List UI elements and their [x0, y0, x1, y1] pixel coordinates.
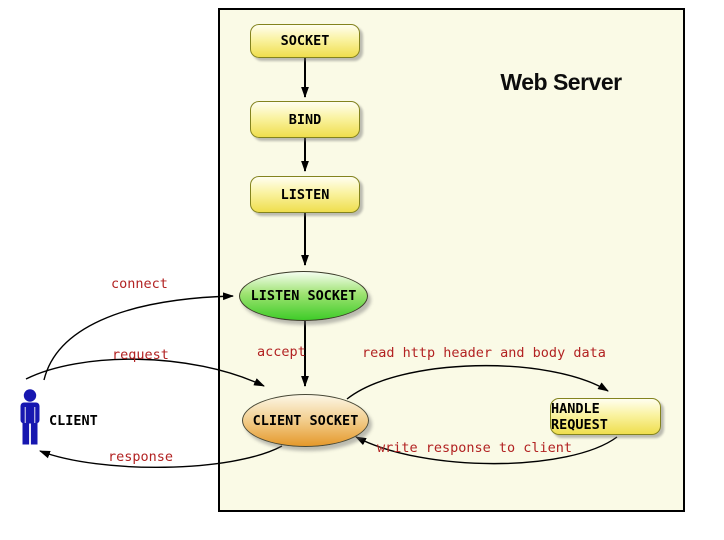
edge-label-read-http: read http header and body data: [362, 345, 606, 361]
node-client-socket: CLIENT SOCKET: [242, 394, 369, 447]
edge-label-accept: accept: [257, 344, 306, 360]
edge-label-connect: connect: [111, 276, 168, 292]
client-person-icon: [20, 389, 40, 445]
edge-label-response: response: [108, 449, 174, 465]
node-listen-socket-label: LISTEN SOCKET: [250, 288, 357, 304]
edge-label-request: request: [112, 347, 169, 363]
node-listen: LISTEN: [250, 176, 360, 213]
node-handle-request-label: HANDLE REQUEST: [551, 400, 608, 433]
arrow-connect: [43, 292, 234, 381]
client-actor-label: CLIENT: [49, 413, 98, 429]
node-socket: SOCKET: [250, 24, 360, 58]
node-listen-label: LISTEN: [280, 186, 330, 203]
web-server-title: Web Server: [500, 69, 622, 95]
node-bind: BIND: [250, 101, 360, 138]
node-handle-request: HANDLE REQUEST: [550, 398, 661, 435]
node-client-socket-label: CLIENT SOCKET: [252, 412, 359, 429]
node-socket-label: SOCKET: [280, 33, 330, 49]
node-bind-label: BIND: [288, 111, 322, 128]
edge-label-write-response: write response to client: [377, 440, 573, 456]
node-listen-socket: LISTEN SOCKET: [239, 271, 368, 321]
